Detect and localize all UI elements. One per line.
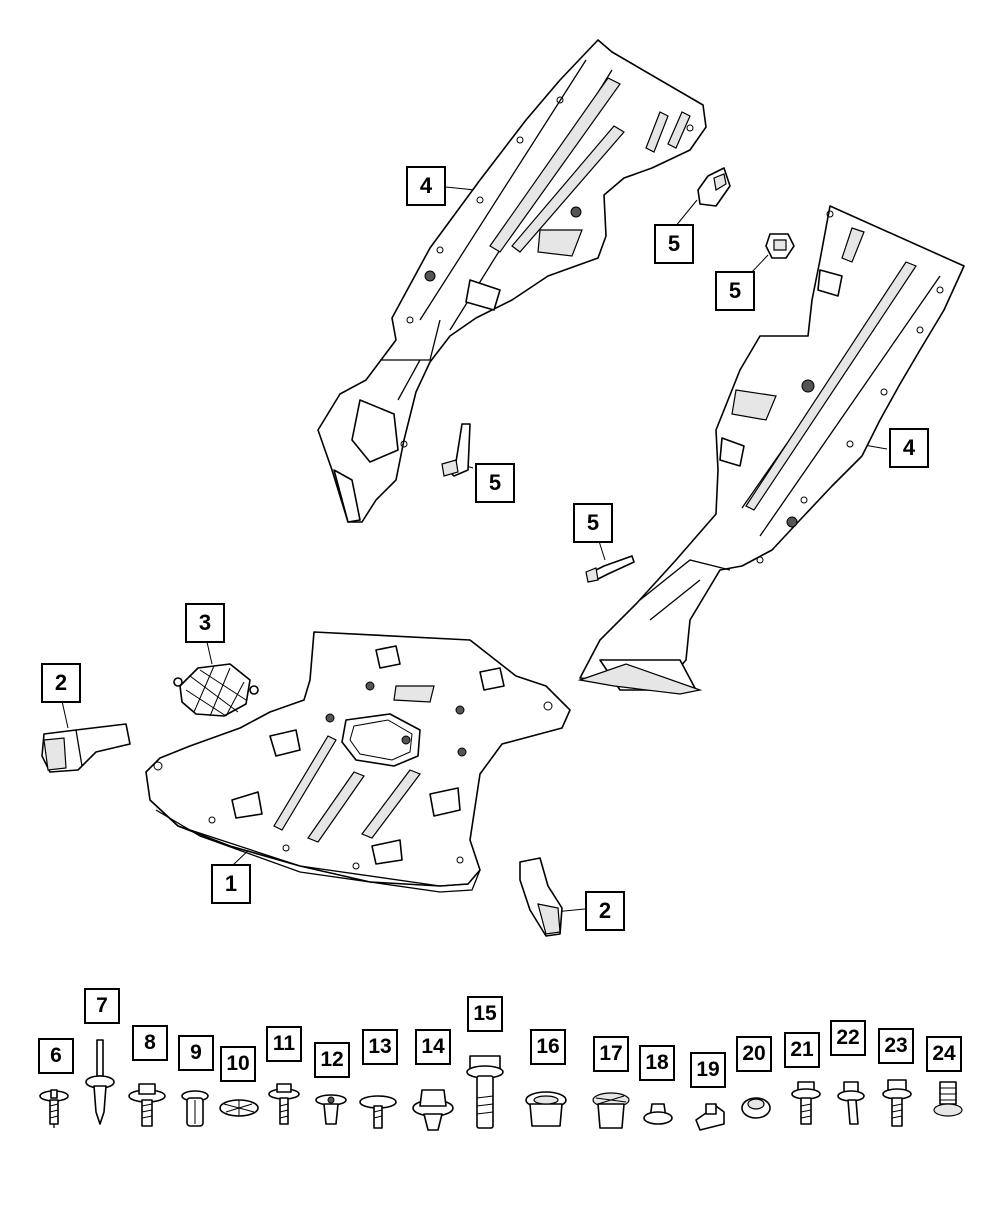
fastener-14 (412, 1089, 454, 1131)
callout-2-right: 2 (585, 891, 625, 931)
fastener-23 (882, 1079, 912, 1127)
callout-23: 23 (878, 1028, 914, 1064)
callout-5-b: 5 (715, 271, 755, 311)
callout-16: 16 (530, 1029, 566, 1065)
fastener-10 (219, 1099, 259, 1117)
fastener-13 (359, 1095, 397, 1129)
callout-5-d: 5 (573, 503, 613, 543)
callout-13: 13 (362, 1029, 398, 1065)
callout-5-c: 5 (475, 463, 515, 503)
callout-12: 12 (314, 1042, 350, 1078)
fastener-12 (315, 1094, 347, 1125)
part-2-left-deflector (41, 723, 131, 773)
fastener-17 (592, 1092, 630, 1129)
fastener-24 (933, 1081, 963, 1117)
callout-7: 7 (84, 988, 120, 1024)
callout-9: 9 (178, 1035, 214, 1071)
fastener-11 (268, 1083, 300, 1125)
callout-1: 1 (211, 864, 251, 904)
fastener-15 (466, 1055, 504, 1129)
fastener-8 (128, 1083, 166, 1127)
callout-22: 22 (830, 1020, 866, 1056)
fastener-22 (837, 1081, 865, 1125)
callout-21: 21 (784, 1032, 820, 1068)
callout-5-a: 5 (654, 224, 694, 264)
callout-8: 8 (132, 1025, 168, 1061)
part-5-bracket-a (697, 167, 731, 207)
callout-2-left: 2 (41, 663, 81, 703)
fastener-20 (741, 1097, 771, 1119)
part-4-left-side-shield (317, 39, 707, 523)
part-2-right-deflector (519, 857, 563, 937)
fastener-16 (525, 1091, 567, 1127)
callout-14: 14 (415, 1029, 451, 1065)
part-5-bracket-c (441, 423, 471, 477)
part-5-bracket-b (765, 233, 795, 259)
callout-15: 15 (467, 996, 503, 1032)
part-4-right-side-shield (577, 205, 965, 695)
fastener-18 (643, 1103, 673, 1125)
callout-4-right: 4 (889, 428, 929, 468)
fastener-6 (39, 1089, 69, 1128)
fastener-7 (85, 1039, 115, 1125)
callout-24: 24 (926, 1036, 962, 1072)
callout-19: 19 (690, 1052, 726, 1088)
callout-17: 17 (593, 1036, 629, 1072)
part-3-vent-grille (173, 663, 259, 717)
callout-3: 3 (185, 603, 225, 643)
callout-20: 20 (736, 1036, 772, 1072)
callout-11: 11 (266, 1026, 302, 1062)
fastener-21 (791, 1081, 821, 1125)
fastener-9 (181, 1090, 209, 1127)
part-1-underbody-shield (145, 631, 571, 893)
callout-4-upper: 4 (406, 166, 446, 206)
part-5-bracket-d (585, 555, 635, 583)
callout-18: 18 (639, 1045, 675, 1081)
callout-6: 6 (38, 1038, 74, 1074)
callout-10: 10 (220, 1046, 256, 1082)
fastener-19 (695, 1103, 725, 1131)
